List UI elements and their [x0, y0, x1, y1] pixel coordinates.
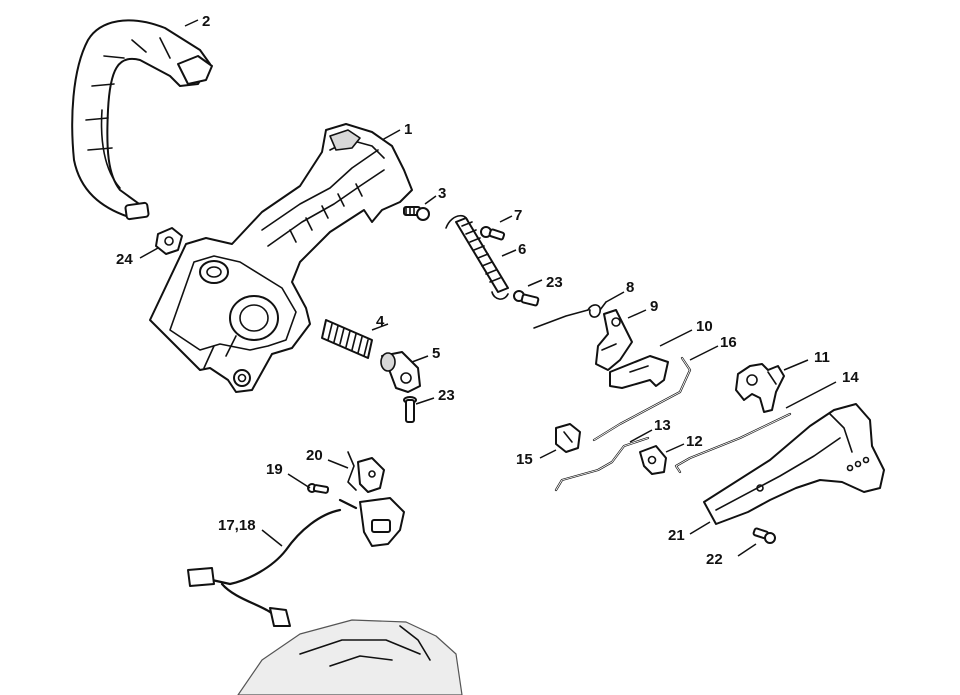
callout-23-lower: 23	[438, 387, 455, 404]
callout-16: 16	[720, 334, 737, 351]
part-14-rod[interactable]	[674, 412, 792, 474]
callout-7: 7	[514, 207, 522, 224]
part-8-torsion-spring[interactable]	[533, 301, 607, 329]
part-23-screw-upper[interactable]	[513, 290, 540, 307]
part-22-screw[interactable]	[752, 527, 776, 544]
part-11-trigger[interactable]	[735, 363, 785, 413]
leader-lines	[139, 19, 837, 557]
part-13-rod[interactable]	[554, 436, 650, 492]
part-6-spring[interactable]	[445, 214, 509, 300]
part-12-clip[interactable]	[639, 445, 667, 475]
callout-10: 10	[696, 318, 713, 335]
callout-17-18: 17,18	[218, 517, 256, 534]
part-1-handle-housing[interactable]	[149, 123, 413, 393]
callout-15: 15	[516, 451, 533, 468]
callout-19: 19	[266, 461, 283, 478]
callout-14: 14	[842, 369, 859, 386]
part-15-bracket[interactable]	[555, 423, 581, 453]
callout-11: 11	[814, 349, 830, 366]
callout-22: 22	[706, 551, 723, 568]
part-17-18-wiring-harness[interactable]	[187, 497, 405, 627]
part-5-bracket[interactable]	[380, 351, 421, 393]
callout-24: 24	[116, 251, 133, 268]
part-7-screw[interactable]	[480, 226, 506, 241]
part-9-lever[interactable]	[595, 309, 633, 371]
callout-8: 8	[626, 279, 634, 296]
part-16-rod[interactable]	[592, 356, 692, 442]
callout-labels: 2 1 3 24 7 6 23 4 5 23 8 9 10 16 11 14 1…	[116, 13, 859, 568]
callout-3: 3	[438, 185, 446, 202]
part-2-handlebar[interactable]	[71, 19, 213, 221]
callout-13: 13	[654, 417, 671, 434]
callout-4: 4	[376, 313, 385, 330]
callout-23-upper: 23	[546, 274, 563, 291]
callout-2: 2	[202, 13, 210, 30]
callout-5: 5	[432, 345, 440, 362]
callout-1: 1	[404, 121, 412, 138]
callout-20: 20	[306, 447, 323, 464]
lower-housing-partial	[237, 619, 463, 695]
callout-6: 6	[518, 241, 526, 258]
part-10-interlock[interactable]	[609, 355, 669, 389]
part-4-spring[interactable]	[321, 319, 373, 359]
part-20-switch-contact[interactable]	[347, 451, 385, 493]
callout-9: 9	[650, 298, 658, 315]
part-23-screw-lower[interactable]	[403, 396, 417, 423]
part-24-nut[interactable]	[155, 227, 183, 255]
part-3-screw[interactable]	[403, 206, 430, 221]
callout-12: 12	[686, 433, 703, 450]
part-19-screw[interactable]	[307, 483, 330, 494]
part-21-handle-cover[interactable]	[703, 403, 885, 525]
callout-21: 21	[668, 527, 685, 544]
